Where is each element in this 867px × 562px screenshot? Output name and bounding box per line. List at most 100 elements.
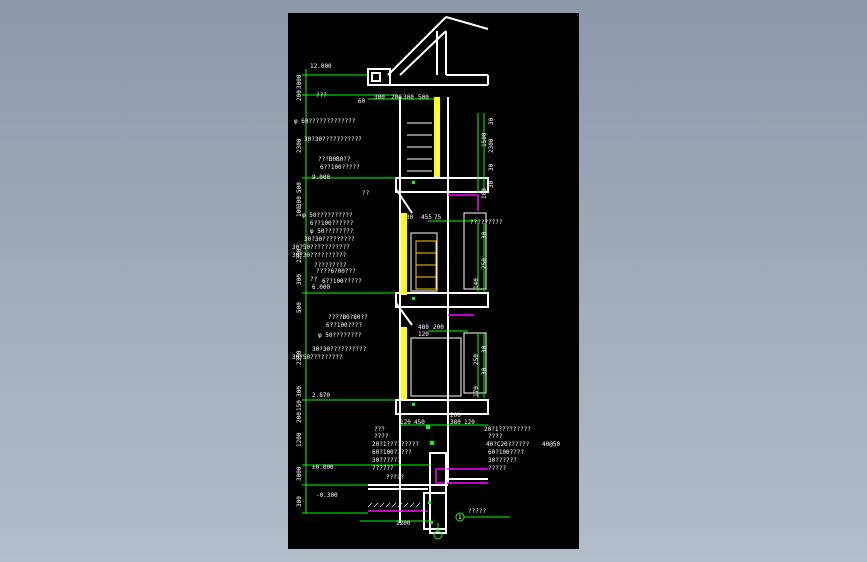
right-dim-6: 30 xyxy=(481,231,488,239)
level-labels: 12.000 9.000 6.000 2.870 ±0.000 -0.300 xyxy=(310,63,338,499)
note-bl-5: ?????? xyxy=(372,465,394,472)
left-dim-15: 300 xyxy=(296,496,303,507)
note-left-16: ????B0?80?? xyxy=(328,314,368,321)
note-right-0: ????????? xyxy=(470,219,503,226)
note-bl-2: 20?1????????? xyxy=(372,441,419,448)
note-br-3: 60?100???? xyxy=(488,449,525,456)
mid-dim-labels: 30 455 75 480 200 120 200 120 450 380 12… xyxy=(400,214,475,426)
note-left-0: ??? xyxy=(316,92,327,99)
right-dim-labels: 30 1500 2300 30 100 30 30 250 140 30 250… xyxy=(473,117,495,397)
bottom-left-notes: ??? ???? 20?1????????? 60?100????? 30???… xyxy=(372,426,419,481)
left-dim-1: 200 xyxy=(296,90,303,101)
right-dim-9: 30 xyxy=(481,345,488,353)
floor-slabs xyxy=(395,177,489,415)
main-wall xyxy=(399,97,449,523)
bottom-right-notes: 20?1????????? ???? 40?C20?????? 60?100??… xyxy=(484,426,560,472)
mid-dim-7: 200 xyxy=(450,412,461,419)
right-dim-0: 30 xyxy=(488,117,495,125)
bottom-dim: 1200 xyxy=(396,520,411,527)
note-left-14: ?? xyxy=(310,276,318,283)
mid-dim-3: 75 xyxy=(434,214,442,221)
left-dim-7: 300 xyxy=(296,274,303,285)
right-dim-1: 1500 xyxy=(481,132,488,147)
left-dim-3: 500 xyxy=(296,182,303,193)
level-9000: 9.000 xyxy=(312,174,330,181)
right-dim-11: 30 xyxy=(481,367,488,375)
level-minus300: -0.300 xyxy=(316,492,338,499)
note-left-2: 30?30??????????? xyxy=(304,136,362,143)
section-marker xyxy=(433,512,510,540)
note-left-10: 30?50??????????? xyxy=(292,244,350,251)
mid-dim-11: 120 xyxy=(464,419,475,426)
note-left-8: φ 50???????? xyxy=(310,228,354,235)
detail-number: 1 xyxy=(458,514,462,521)
level-2870: 2.870 xyxy=(312,392,330,399)
right-dim-2: 2300 xyxy=(488,138,495,153)
note-left-12: ????????? xyxy=(314,262,347,269)
note-left-13: ????6?00??? xyxy=(316,268,356,275)
wall-section-drawing: 12.000 9.000 6.000 2.870 ±0.000 -0.300 3… xyxy=(292,16,560,540)
mid-dim-9: 450 xyxy=(414,419,425,426)
left-dim-12: 200 xyxy=(296,412,303,423)
left-dim-14: 3000 xyxy=(296,466,303,481)
right-dim-4: 100 xyxy=(481,188,488,199)
top-dim-4: 500 xyxy=(418,94,429,101)
note-left-4: 6??100????? xyxy=(320,164,360,171)
top-dim-1: 300 xyxy=(374,94,385,101)
left-dim-9: 2300 xyxy=(296,350,303,365)
right-dimension-lines xyxy=(360,98,488,522)
note-br-0: 20?1????????? xyxy=(484,426,531,433)
note-left-7: 6??100?????? xyxy=(310,220,354,227)
note-left-19: 30?30?????????? xyxy=(312,346,367,353)
top-dim-2: 200 xyxy=(391,94,402,101)
mid-dim-8: 120 xyxy=(400,419,411,426)
detail-label: ????? xyxy=(468,508,486,515)
note-left-1: φ 60????????????? xyxy=(294,118,356,125)
note-bl-3: 60?100????? xyxy=(372,449,412,456)
detail-scale: 40@50 xyxy=(542,441,560,448)
level-6000: 6.000 xyxy=(312,284,330,291)
ground-hatch xyxy=(367,502,421,508)
mid-dim-1: 30 xyxy=(406,214,414,221)
note-left-9: 30?30????????? xyxy=(304,236,355,243)
level-0000: ±0.000 xyxy=(312,464,334,471)
note-left-11: 30?30?????????? xyxy=(292,252,347,259)
note-br-4: 30?????? xyxy=(488,457,517,464)
left-dim-4: 300 xyxy=(296,196,303,207)
right-dim-5: 30 xyxy=(488,180,495,188)
note-bl-0: ??? xyxy=(374,426,385,433)
note-left-17: 6??100???? xyxy=(326,322,363,329)
note-left-5: ?? xyxy=(362,190,370,197)
left-dim-2: 2300 xyxy=(296,138,303,153)
right-dim-12: 170 xyxy=(473,386,480,397)
left-dim-6: 2300 xyxy=(296,248,303,263)
mid-dim-5: 200 xyxy=(433,324,444,331)
mid-dim-2: 455 xyxy=(421,214,432,221)
top-dim-3: 300 xyxy=(403,94,414,101)
waterproof-membrane xyxy=(368,194,488,512)
note-left-20: 30?50????????? xyxy=(292,354,343,361)
right-dim-10: 250 xyxy=(473,354,480,365)
level-12000: 12.000 xyxy=(310,63,332,70)
left-dim-13: 1200 xyxy=(296,432,303,447)
left-dim-5: 100 xyxy=(296,206,303,217)
note-br-2: 40?C20?????? xyxy=(486,441,530,448)
roof-slope xyxy=(387,16,489,76)
note-br-1: ???? xyxy=(488,433,503,440)
roof-slab xyxy=(367,68,489,86)
note-left-6: φ 50?????????? xyxy=(302,212,353,219)
dimension-ticks xyxy=(412,181,434,524)
right-dim-3: 30 xyxy=(488,163,495,171)
window-frames xyxy=(407,113,487,397)
glazing xyxy=(401,97,440,399)
top-dim-0: 60 xyxy=(358,98,366,105)
note-left-3: ???B0B0?? xyxy=(318,156,351,163)
left-dim-11: 150 xyxy=(296,400,303,411)
left-notes: ??? φ 60????????????? 30?30??????????? ?… xyxy=(292,92,370,361)
mid-dim-10: 380 xyxy=(450,419,461,426)
cad-drawing-viewport[interactable]: 12.000 9.000 6.000 2.870 ±0.000 -0.300 3… xyxy=(288,13,579,549)
left-dim-labels: 3000 200 2300 500 300 100 2300 300 500 2… xyxy=(296,74,303,507)
note-bl-1: ???? xyxy=(374,433,389,440)
note-left-18: φ 50???????? xyxy=(318,332,362,339)
top-dim-labels: 60 300 200 300 500 xyxy=(358,94,429,105)
